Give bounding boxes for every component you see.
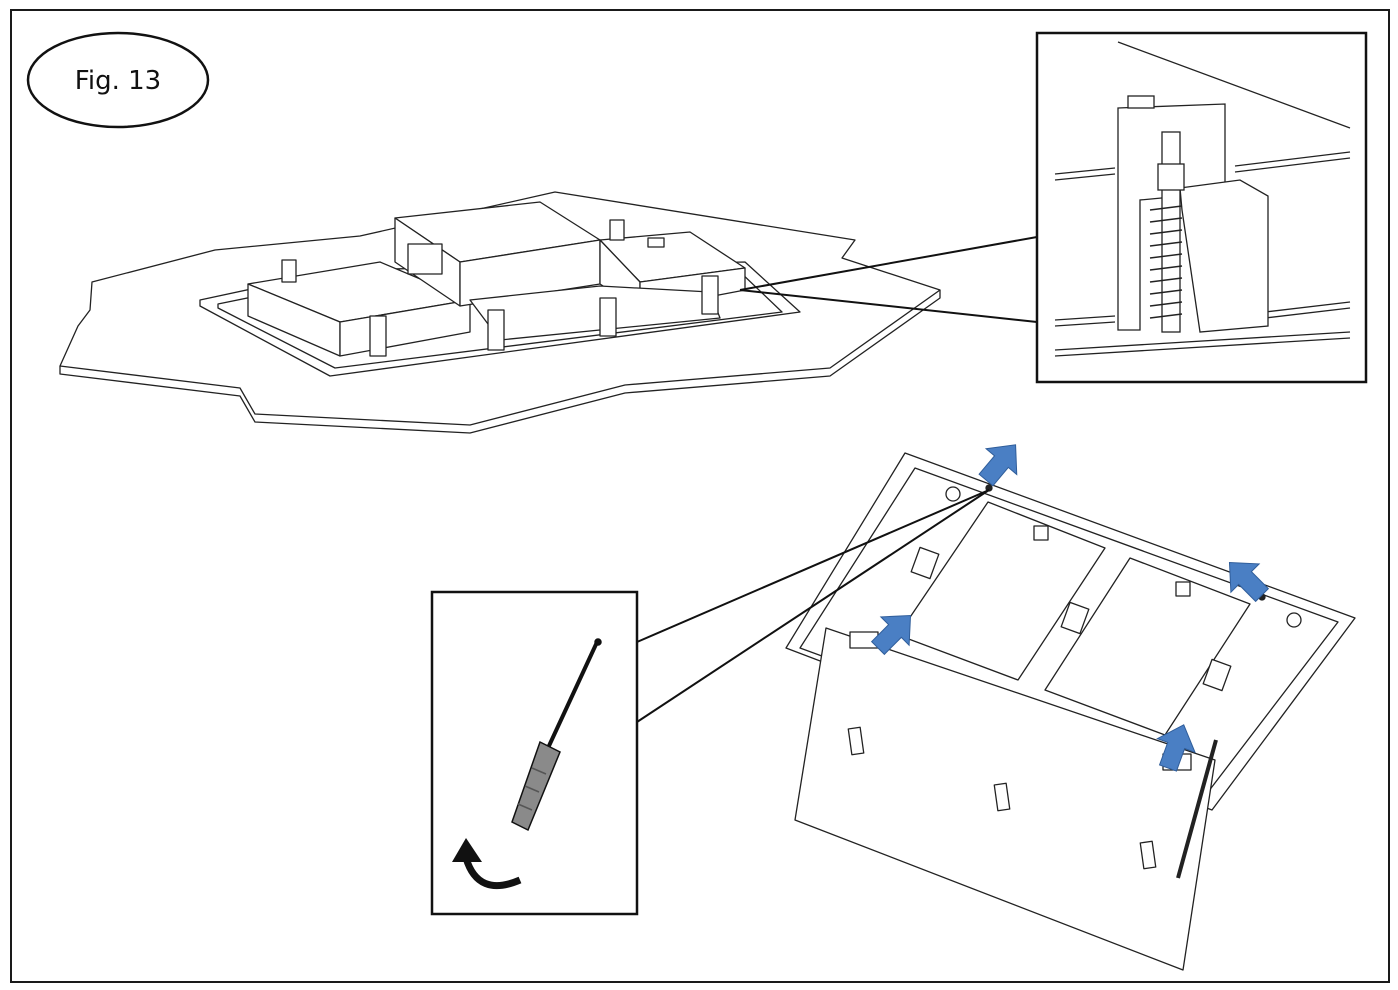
blue-arrow-right-hinge (1156, 724, 1196, 772)
fixing-knob-left (945, 486, 961, 502)
blue-arrow-left-hinge (870, 614, 912, 656)
zoom-leader-lines (739, 236, 1038, 323)
screwdriver-icon (511, 638, 602, 832)
unit-right-box-label (647, 237, 665, 248)
panel-slot-1 (847, 726, 865, 756)
frame-slot-3 (1202, 658, 1232, 692)
bracket-6 (609, 219, 625, 241)
screwdriver-shaft (546, 639, 600, 749)
filter-panel-left (897, 501, 1106, 681)
ceiling-panel-edge (59, 290, 941, 434)
spring-rod-cap (1157, 163, 1185, 191)
blue-arrow-right (1228, 561, 1270, 603)
bracket-4 (701, 275, 719, 315)
figure-label-text: Fig. 13 (75, 66, 161, 96)
panel-slot-2 (993, 782, 1011, 812)
fixing-knob-right (1286, 612, 1302, 628)
screwdriver-handle (511, 740, 561, 832)
rotate-arrow-head (452, 838, 482, 862)
grille-outer-frame (785, 452, 1356, 811)
zoom-detail-box (1035, 31, 1368, 384)
frame-tab-1 (1033, 525, 1049, 541)
rotate-arrow-curve (462, 856, 522, 890)
frame-slot-1 (910, 546, 940, 580)
spring-coil (1149, 205, 1183, 319)
screwdriver-detail-frame (430, 590, 639, 916)
bracket-1 (369, 315, 387, 357)
ceiling-unit-illustration (59, 191, 941, 434)
page-frame (10, 9, 1390, 983)
blue-arrow-callouts (870, 444, 1270, 772)
bracket-5 (281, 259, 297, 283)
screwdriver-leader-lines (636, 489, 990, 723)
unit-center-vent (407, 243, 443, 275)
bracket-3 (599, 297, 617, 337)
blue-arrow-top (978, 444, 1018, 487)
screwdriver-tip (594, 638, 602, 646)
grille-assembly (785, 452, 1356, 971)
rotate-arrow-icon (452, 838, 522, 890)
screwdriver-detail-box (430, 590, 639, 916)
bracket-clip-top (1127, 95, 1155, 109)
zoom-detail-illustration (1054, 41, 1351, 357)
panel-slot-3 (1139, 840, 1157, 870)
spring-bracket-back (1117, 103, 1226, 331)
figure-label-oval (26, 31, 210, 129)
spring-bracket-front (1179, 179, 1269, 333)
figure-label-badge: Fig. 13 (26, 31, 210, 129)
gas-strut (1176, 739, 1218, 879)
bracket-2 (487, 309, 505, 351)
frame-slot-2 (1060, 601, 1090, 635)
frame-tab-2 (1175, 581, 1191, 597)
